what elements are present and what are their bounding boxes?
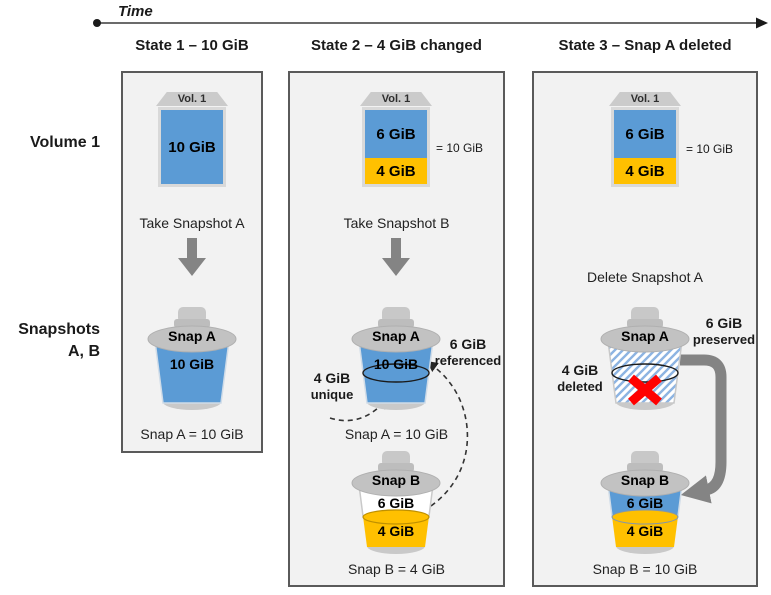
volume-icon-cap: Vol. 1 — [360, 92, 432, 106]
time-label: Time — [118, 3, 153, 20]
volume-row-label: Volume 1 — [30, 134, 100, 151]
snapshot-a-name: Snap A — [372, 328, 420, 344]
preserved-note: 6 GiB preserved — [688, 315, 760, 347]
snapshot-b-name: Snap B — [371, 472, 421, 488]
volume-segment-unchanged: 6 GiB — [614, 110, 676, 158]
referenced-note-word: referenced — [434, 352, 502, 368]
volume-segment-changed: 4 GiB — [365, 158, 427, 184]
volume-segment-changed: 4 GiB — [614, 158, 676, 184]
segment-seam — [611, 509, 679, 525]
snapshot-b-icon — [351, 451, 441, 554]
action-text: Take Snapshot B — [343, 215, 450, 231]
snapshot-b-blue-size: 6 GiB — [377, 495, 415, 511]
time-axis-origin-dot — [93, 19, 101, 27]
snapshot-b-orange-size: 4 GiB — [626, 523, 664, 539]
reference-curve-arrow — [426, 361, 469, 507]
snapshot-a-caption: Snap A = 10 GiB — [140, 426, 244, 442]
volume-icon-cap: Vol. 1 — [156, 92, 228, 106]
snapshot-a-icon — [147, 307, 237, 410]
volume-icon: 10 GiB — [158, 107, 226, 187]
referenced-note-size: 6 GiB — [449, 336, 487, 352]
segment-seam — [362, 509, 430, 525]
snapshot-b-caption: Snap B = 4 GiB — [348, 561, 445, 577]
state3-header: State 3 – Snap A deleted — [558, 37, 732, 54]
red-x-icon — [628, 374, 662, 406]
deleted-note-size: 4 GiB — [561, 362, 599, 378]
referenced-note: 6 GiB referenced — [430, 336, 506, 368]
volume-total-label: = 10 GiB — [436, 141, 484, 155]
volume-icon: 6 GiB 4 GiB — [362, 107, 430, 187]
snapshot-a-deleted-icon — [600, 307, 690, 410]
take-snapshot-b-arrow-icon — [382, 238, 410, 276]
preserved-arrow — [680, 354, 727, 504]
snapshot-b-blue-size: 6 GiB — [626, 495, 664, 511]
unique-note-word: unique — [310, 386, 354, 402]
snapshot-b-caption: Snap B = 10 GiB — [592, 561, 698, 577]
snapshot-b-icon — [600, 451, 690, 554]
snapshot-a-icon — [351, 307, 441, 410]
snapshots-row-label-line2: A, B — [68, 343, 100, 360]
time-axis-arrowhead-icon — [756, 17, 768, 29]
volume-segment: 10 GiB — [161, 110, 223, 184]
take-snapshot-a-arrow-icon — [178, 238, 206, 276]
volume-segment-unchanged: 6 GiB — [365, 110, 427, 158]
reference-boundary-ellipse — [362, 363, 430, 383]
snapshots-row-label-line1: Snapshots — [18, 321, 100, 338]
snapshot-a-name: Snap A — [168, 328, 216, 344]
snapshot-a-name: Snap A — [621, 328, 669, 344]
unique-note-size: 4 GiB — [313, 370, 351, 386]
volume-icon-cap: Vol. 1 — [609, 92, 681, 106]
unique-note: 4 GiB unique — [300, 370, 364, 402]
action-text: Delete Snapshot A — [587, 269, 703, 285]
deleted-note-word: deleted — [557, 378, 603, 394]
preserved-note-word: preserved — [692, 331, 756, 347]
volume-total-label: = 10 GiB — [686, 142, 734, 156]
snapshot-a-size: 10 GiB — [169, 356, 215, 372]
volume-icon: 6 GiB 4 GiB — [611, 107, 679, 187]
snapshot-a-size: 10 GiB — [373, 356, 419, 372]
reference-boundary-ellipse — [611, 363, 679, 383]
action-text: Take Snapshot A — [139, 215, 245, 231]
snapshot-a-caption: Snap A = 10 GiB — [344, 426, 449, 442]
snapshot-b-orange-size: 4 GiB — [377, 523, 415, 539]
preserved-note-size: 6 GiB — [705, 315, 743, 331]
snapshot-b-name: Snap B — [620, 472, 670, 488]
time-axis — [93, 17, 768, 29]
state1-header: State 1 – 10 GiB — [135, 37, 249, 54]
deleted-note: 4 GiB deleted — [548, 362, 612, 394]
state2-header: State 2 – 4 GiB changed — [311, 37, 482, 54]
